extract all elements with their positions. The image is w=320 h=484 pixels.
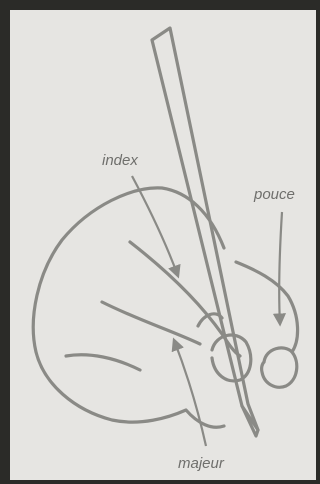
majeur-arrow (174, 340, 206, 446)
label-pouce: pouce (254, 186, 295, 203)
middle-finger (102, 302, 200, 344)
hand-outline (33, 188, 224, 427)
label-majeur: majeur (178, 455, 224, 472)
label-index: index (102, 152, 138, 169)
thumb-tip (262, 348, 297, 387)
palm-crease (66, 355, 140, 370)
pouce-arrow (279, 212, 282, 324)
pencil (152, 28, 258, 436)
thumb (236, 262, 298, 352)
